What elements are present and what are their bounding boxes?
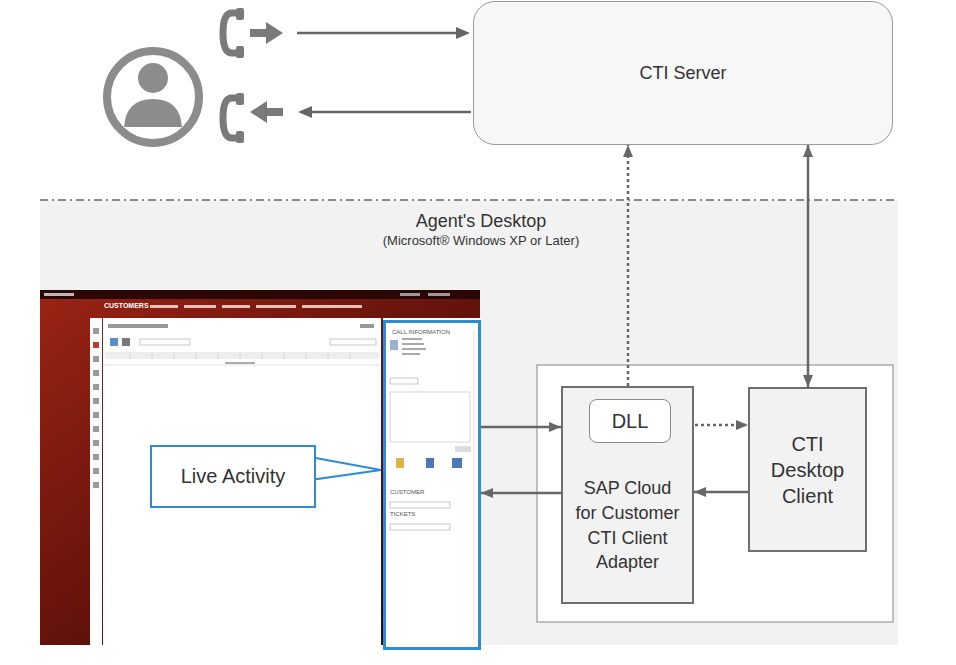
sidebar-icons xyxy=(93,328,99,488)
node-title: CTI Desktop Client xyxy=(764,431,852,509)
column-divider xyxy=(130,352,131,359)
sidebar-icon xyxy=(93,356,99,362)
boundary-line xyxy=(40,199,898,201)
node-subtitle: CUSTOMER xyxy=(390,489,424,497)
adapter-box: SAP Cloud for Customer CTI Client Adapte… xyxy=(561,386,694,604)
column-divider xyxy=(240,352,241,359)
app-screenshot xyxy=(40,290,481,650)
column-divider xyxy=(262,352,263,359)
client-box: CTI Desktop Client xyxy=(748,387,867,552)
live-activity-panel: CALL INFORMATION CUSTOMER TICKETS xyxy=(383,320,481,650)
node-subtitle: (Microsoft® Windows XP or Later) xyxy=(40,233,922,250)
sidebar-icon xyxy=(93,398,99,404)
column-divider xyxy=(152,352,153,359)
node-title: Agent's Desktop xyxy=(40,210,922,233)
dotted-connector xyxy=(627,145,630,386)
sidebar-icon xyxy=(93,440,99,446)
sidebar-icon xyxy=(93,426,99,432)
call-line xyxy=(297,27,471,118)
callout-pointer xyxy=(310,457,381,480)
sidebar-icon xyxy=(93,328,99,334)
sidebar-icon xyxy=(93,454,99,460)
callout-box: Live Activity xyxy=(150,445,316,508)
node-title: SAP Cloud for Customer CTI Client Adapte… xyxy=(572,476,684,575)
connector xyxy=(481,426,561,429)
nav-tab: CUSTOMERS xyxy=(104,302,149,309)
sidebar-icon xyxy=(93,482,99,488)
column-divider xyxy=(284,352,285,359)
server-box: CTI Server xyxy=(473,1,893,145)
column-divider xyxy=(306,352,307,359)
node-title: DLL xyxy=(612,409,649,434)
column-divider xyxy=(174,352,175,359)
connector xyxy=(481,492,561,495)
sidebar-icon xyxy=(93,384,99,390)
sidebar-icon xyxy=(93,412,99,418)
column-divider xyxy=(218,352,219,359)
dll-box: DLL xyxy=(589,399,671,443)
node-title: CTI Server xyxy=(639,62,726,85)
connector xyxy=(694,491,748,494)
node-subtitle: TICKETS xyxy=(390,511,415,519)
node-title: CALL INFORMATION xyxy=(392,329,450,337)
sidebar-icon xyxy=(93,370,99,376)
connector xyxy=(807,145,810,387)
sidebar-icon xyxy=(93,342,99,348)
call-direction-arrow xyxy=(250,22,283,123)
column-divider xyxy=(350,352,351,359)
container-box xyxy=(537,365,893,622)
sidebar-icon xyxy=(93,468,99,474)
node-title: Live Activity xyxy=(181,464,285,489)
desktop-band: Agent's Desktop(Microsoft® Windows XP or… xyxy=(40,200,922,658)
table-grid xyxy=(130,352,350,359)
column-divider xyxy=(328,352,329,359)
phone-icon xyxy=(223,13,240,138)
caller-icon xyxy=(107,51,199,143)
column-divider xyxy=(196,352,197,359)
phone-icon-ends xyxy=(236,8,244,143)
